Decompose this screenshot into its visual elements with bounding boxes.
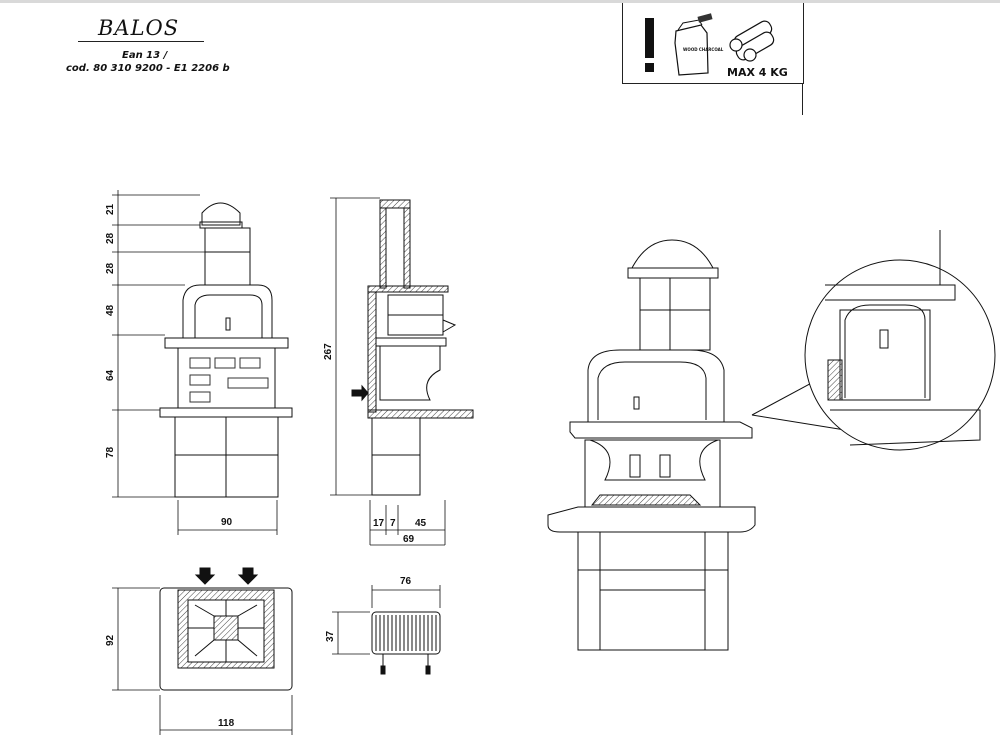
dim-front-height-5: 64 xyxy=(105,369,116,381)
perspective-view xyxy=(547,239,756,651)
dim-front-height-1: 21 xyxy=(105,203,116,215)
dim-front-height-3: 28 xyxy=(105,262,116,274)
front-view xyxy=(159,202,293,498)
dim-grate-height: 37 xyxy=(325,630,336,642)
dim-side-depth-3: 45 xyxy=(415,518,427,529)
dim-side-depth-2: 7 xyxy=(390,518,396,529)
product-title: BALOS xyxy=(98,16,180,40)
dim-top-depth: 92 xyxy=(105,634,116,646)
fuel-notice-icons: WOOD CHARCOAL xyxy=(645,13,775,76)
fuel-notice-box: WOOD CHARCOAL xyxy=(622,3,804,84)
product-code: cod. 80 310 9200 - E1 2206 b xyxy=(66,63,230,74)
side-section-view xyxy=(351,199,474,496)
title-underline xyxy=(78,41,204,42)
dim-side-total-depth: 69 xyxy=(403,534,415,545)
top-view xyxy=(159,567,293,691)
grate-dimensions xyxy=(332,585,441,655)
dim-front-height-4: 48 xyxy=(105,304,116,316)
front-height-dimensions xyxy=(112,190,278,535)
max-load-label: MAX 4 KG xyxy=(727,66,788,79)
firewood-icon xyxy=(729,20,775,62)
dim-side-depth-1: 17 xyxy=(373,518,385,529)
dim-grate-width: 76 xyxy=(400,576,412,587)
grate-view xyxy=(371,611,441,675)
ean-label: Ean 13 / xyxy=(122,50,168,61)
dim-top-width: 118 xyxy=(218,718,235,729)
dim-front-height-6: 78 xyxy=(105,446,116,458)
detail-callout xyxy=(751,230,996,451)
top-border xyxy=(0,0,1000,3)
side-dimensions xyxy=(330,197,446,546)
bag-label: WOOD CHARCOAL xyxy=(683,47,724,52)
dim-front-width: 90 xyxy=(221,517,233,528)
dim-side-total-height: 267 xyxy=(323,343,334,360)
notice-divider xyxy=(802,83,803,115)
top-dimensions xyxy=(112,587,293,735)
charcoal-bag-icon: WOOD CHARCOAL xyxy=(674,13,724,76)
dim-front-height-2: 28 xyxy=(105,232,116,244)
exclamation-icon xyxy=(645,18,654,72)
